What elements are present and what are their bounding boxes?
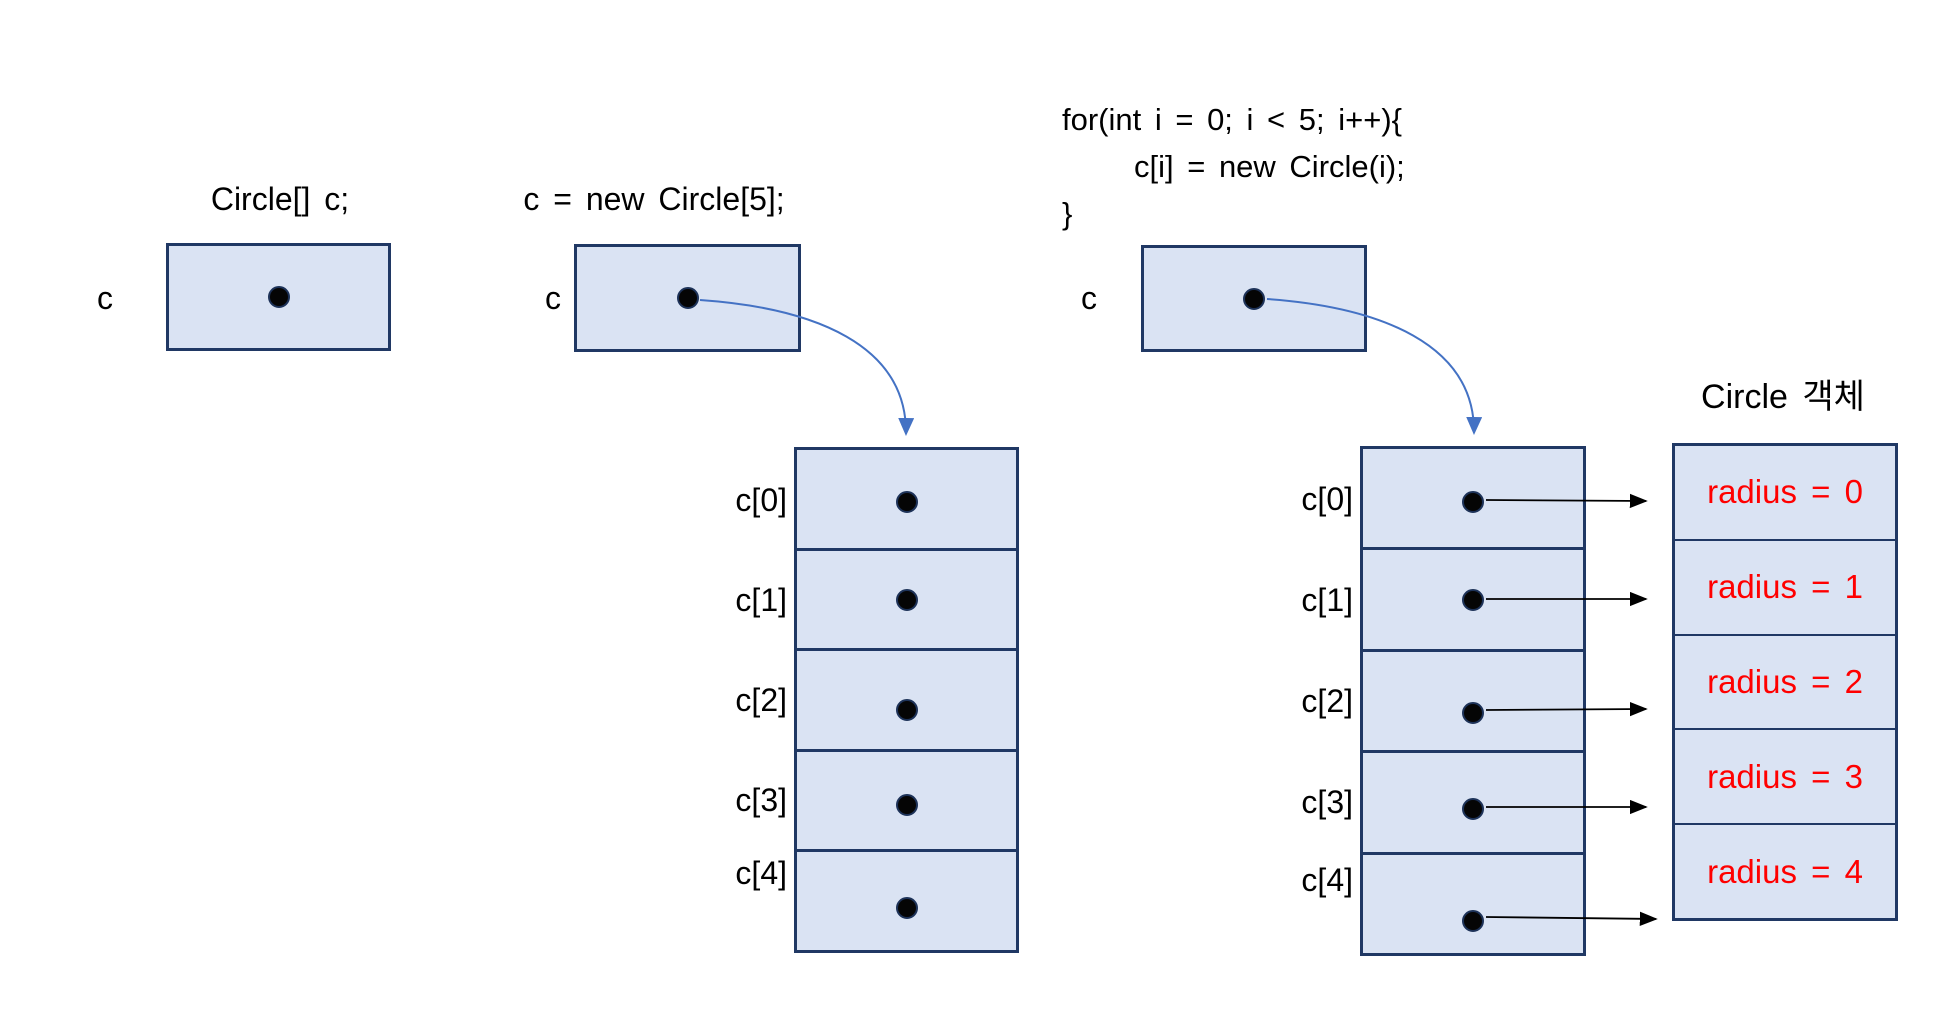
step2-array-cell-0	[797, 450, 1016, 548]
step1-declaration-title: Circle[] c;	[210, 181, 350, 217]
step2-array-cell-3	[797, 748, 1016, 850]
step2-array-dot-4	[895, 897, 918, 920]
step2-array-label-2: c[2]	[735, 682, 787, 718]
step2-reference-dot	[676, 287, 699, 309]
step3-reference-dot	[1243, 287, 1265, 310]
step2-assignment-title: c = new Circle[5];	[523, 181, 785, 217]
step2-array-label-1: c[1]	[735, 582, 787, 618]
step3-array-cell-0	[1363, 449, 1583, 547]
step3-array-dot-4	[1462, 909, 1484, 932]
circle-objects-title: Circle 객체	[1701, 378, 1865, 416]
step2-array-dot-0	[895, 491, 918, 513]
step2-array-cell-4	[797, 849, 1016, 950]
step1-variable-box	[166, 243, 391, 351]
step3-array-label-1: c[1]	[1301, 582, 1353, 618]
step3-array-dot-3	[1462, 798, 1484, 821]
step2-array-label-4: c[4]	[735, 855, 787, 891]
step3-array-cell-2	[1363, 648, 1583, 750]
step2-var-label: c	[545, 280, 561, 316]
circle-object-0: radius = 0	[1707, 473, 1863, 511]
circle-object-2: radius = 2	[1675, 633, 1895, 729]
step3-array-label-4: c[4]	[1301, 862, 1353, 898]
step2-array	[794, 447, 1019, 953]
step3-array-label-2: c[2]	[1301, 683, 1353, 719]
step3-code-line-3: }	[1062, 196, 1073, 231]
step3-code-line-2: c[i] = new Circle(i);	[1134, 149, 1405, 184]
circle-object-4: radius = 4	[1675, 823, 1895, 918]
step2-array-cell-1	[797, 547, 1016, 649]
step3-var-label: c	[1081, 280, 1097, 316]
step2-array-label-3: c[3]	[735, 782, 787, 818]
step1-reference-dot	[267, 286, 290, 308]
step2-array-cell-2	[797, 648, 1016, 749]
circle-object-3: radius = 3	[1675, 728, 1895, 823]
step3-array-cell-1	[1363, 547, 1583, 648]
step3-array-cell-4	[1363, 851, 1583, 953]
step3-code-line-1: for(int i = 0; i < 5; i++){	[1062, 102, 1402, 137]
circle-object-1: radius = 1	[1675, 538, 1895, 634]
step3-variable-box	[1141, 245, 1367, 352]
step3-array-dot-1	[1462, 589, 1484, 612]
step3-array-dot-0	[1462, 491, 1484, 513]
step3-array-dot-2	[1462, 701, 1484, 724]
step2-array-dot-2	[895, 699, 918, 722]
step3-array-label-3: c[3]	[1301, 784, 1353, 820]
step2-variable-box	[574, 244, 801, 352]
circle-objects-column: radius = 0 radius = 1 radius = 2 radius …	[1672, 443, 1898, 921]
step2-array-label-0: c[0]	[735, 482, 787, 518]
step3-array-cell-3	[1363, 750, 1583, 851]
step3-array-label-0: c[0]	[1301, 481, 1353, 517]
step2-array-dot-1	[895, 588, 918, 611]
step3-array	[1360, 446, 1586, 956]
step1-var-label: c	[97, 280, 113, 316]
step2-array-dot-3	[895, 793, 918, 816]
